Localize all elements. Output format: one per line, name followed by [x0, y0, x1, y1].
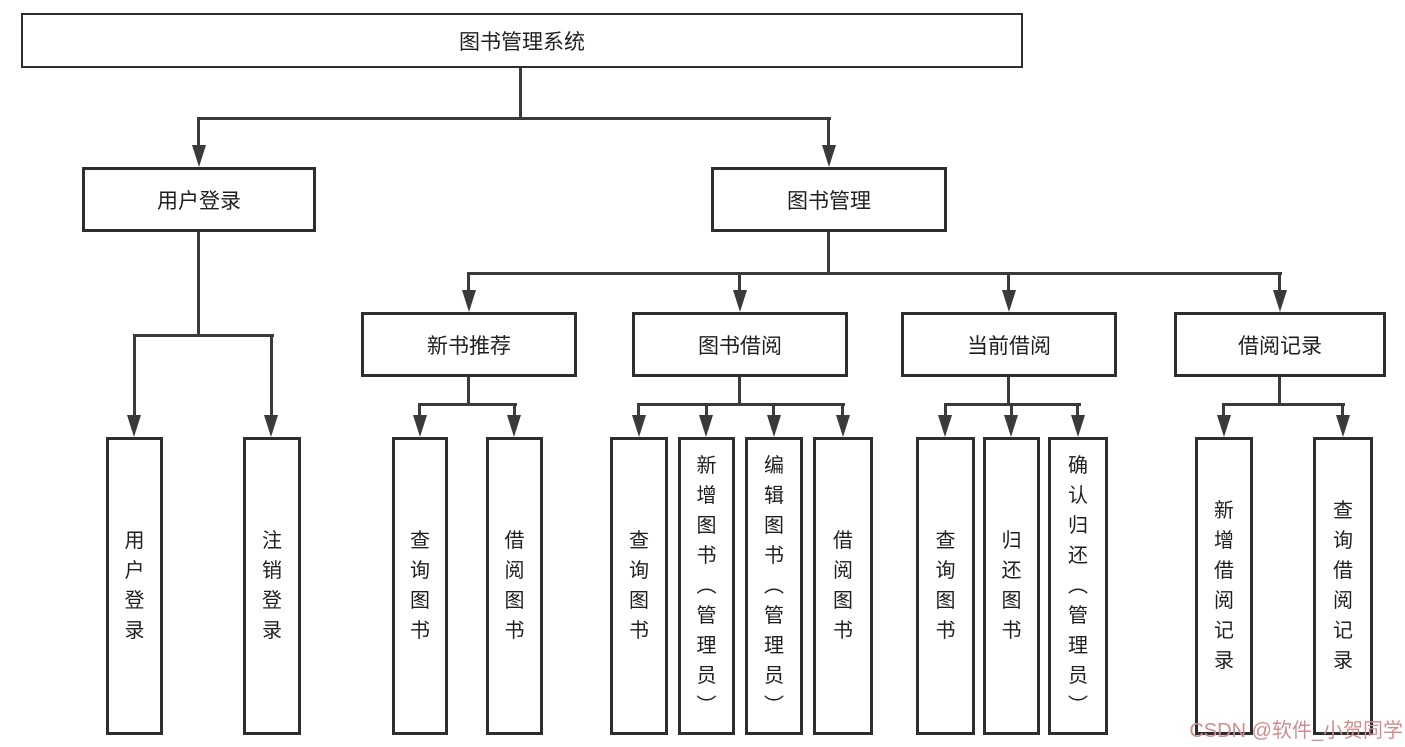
connector-vline — [944, 403, 947, 423]
leaf-return-books: 归还图书 — [983, 437, 1040, 735]
connector-vline — [513, 403, 516, 423]
node-label: 图书管理 — [787, 189, 871, 213]
arrow-down-icon — [1273, 290, 1287, 312]
leaf-label: 查询图书 — [410, 530, 430, 642]
leaf-logout: 注销登录 — [243, 437, 301, 735]
arrow-down-icon — [264, 415, 278, 437]
connector-vline — [197, 232, 200, 336]
connector-vline — [637, 403, 640, 423]
leaf-label: 查询借阅记录 — [1333, 500, 1353, 672]
leaf-confirm-return-admin: 确认归还︵管理员︶ — [1048, 437, 1108, 735]
connector-vline — [827, 117, 830, 151]
arrow-down-icon — [699, 415, 713, 437]
leaf-add-borrow-record: 新增借阅记录 — [1195, 437, 1253, 735]
leaf-label: 归还图书 — [1001, 530, 1022, 642]
node-label: 当前借阅 — [967, 334, 1051, 358]
node-book-borrow: 图书借阅 — [632, 312, 848, 377]
arrow-down-icon — [938, 415, 952, 437]
arrow-down-icon — [462, 290, 476, 312]
leaf-label: 借阅图书 — [504, 530, 525, 642]
connector-vline — [1076, 403, 1079, 423]
connector-vline — [841, 403, 844, 423]
leaf-label: 新增图书︵管理员︶ — [696, 455, 717, 717]
leaf-query-books-3: 查询图书 — [916, 437, 975, 735]
leaf-add-books-admin: 新增图书︵管理员︶ — [678, 437, 735, 735]
arrow-down-icon — [413, 415, 427, 437]
leaf-label: 用户登录 — [124, 530, 145, 642]
leaf-borrow-books-2: 借阅图书 — [813, 437, 873, 735]
connector-vline — [133, 334, 136, 422]
arrow-down-icon — [836, 415, 850, 437]
connector-vline — [1278, 377, 1281, 406]
connector-vline — [738, 272, 741, 294]
connector-hline — [197, 117, 831, 120]
leaf-query-books-2: 查询图书 — [610, 437, 668, 735]
connector-vline — [827, 232, 830, 275]
arrow-down-icon — [507, 415, 521, 437]
arrow-down-icon — [767, 415, 781, 437]
arrow-down-icon — [1071, 415, 1085, 437]
node-library-system: 图书管理系统 — [21, 13, 1023, 68]
connector-hline — [418, 403, 517, 406]
arrow-down-icon — [1002, 290, 1016, 312]
connector-vline — [519, 68, 522, 119]
connector-vline — [772, 403, 775, 423]
connector-vline — [1007, 377, 1010, 406]
connector-vline — [738, 377, 741, 406]
node-book-management: 图书管理 — [711, 167, 947, 232]
leaf-label: 查询图书 — [629, 530, 649, 642]
connector-vline — [467, 377, 470, 406]
leaf-user-login: 用户登录 — [106, 437, 163, 735]
connector-vline — [418, 403, 421, 423]
node-borrow-records: 借阅记录 — [1174, 312, 1386, 377]
leaf-label: 编辑图书︵管理员︶ — [764, 455, 784, 717]
connector-hline — [1222, 403, 1345, 406]
leaf-label: 注销登录 — [262, 530, 282, 642]
connector-vline — [1222, 403, 1225, 423]
connector-vline — [1007, 272, 1010, 294]
connector-vline — [705, 403, 708, 423]
arrow-down-icon — [1217, 415, 1231, 437]
leaf-borrow-books-1: 借阅图书 — [486, 437, 543, 735]
leaf-label: 新增借阅记录 — [1214, 500, 1234, 672]
node-current-borrow: 当前借阅 — [901, 312, 1117, 377]
node-new-book-recommend: 新书推荐 — [361, 312, 577, 377]
csdn-watermark: CSDN @软件_小贺同学 — [1189, 720, 1403, 742]
arrow-down-icon — [822, 145, 836, 167]
connector-vline — [1341, 403, 1344, 423]
node-label: 图书管理系统 — [459, 30, 585, 54]
leaf-query-borrow-record: 查询借阅记录 — [1313, 437, 1373, 735]
leaf-label: 借阅图书 — [833, 530, 853, 642]
connector-hline — [467, 272, 1282, 275]
connector-vline — [1010, 403, 1013, 423]
arrow-down-icon — [632, 415, 646, 437]
node-label: 借阅记录 — [1238, 334, 1322, 358]
arrow-down-icon — [1004, 415, 1018, 437]
connector-hline — [637, 403, 845, 406]
arrow-down-icon — [127, 415, 141, 437]
leaf-label: 确认归还︵管理员︶ — [1068, 455, 1088, 717]
node-label: 用户登录 — [157, 189, 241, 213]
connector-vline — [1278, 272, 1281, 294]
leaf-edit-books-admin: 编辑图书︵管理员︶ — [745, 437, 803, 735]
arrow-down-icon — [733, 290, 747, 312]
arrow-down-icon — [1336, 415, 1350, 437]
connector-vline — [197, 117, 200, 151]
arrow-down-icon — [192, 145, 206, 167]
node-label: 新书推荐 — [427, 334, 511, 358]
connector-vline — [467, 272, 470, 294]
node-label: 图书借阅 — [698, 334, 782, 358]
connector-vline — [270, 334, 273, 422]
connector-hline — [133, 334, 274, 337]
leaf-query-books-1: 查询图书 — [392, 437, 448, 735]
node-user-login: 用户登录 — [82, 167, 316, 232]
leaf-label: 查询图书 — [935, 530, 956, 642]
